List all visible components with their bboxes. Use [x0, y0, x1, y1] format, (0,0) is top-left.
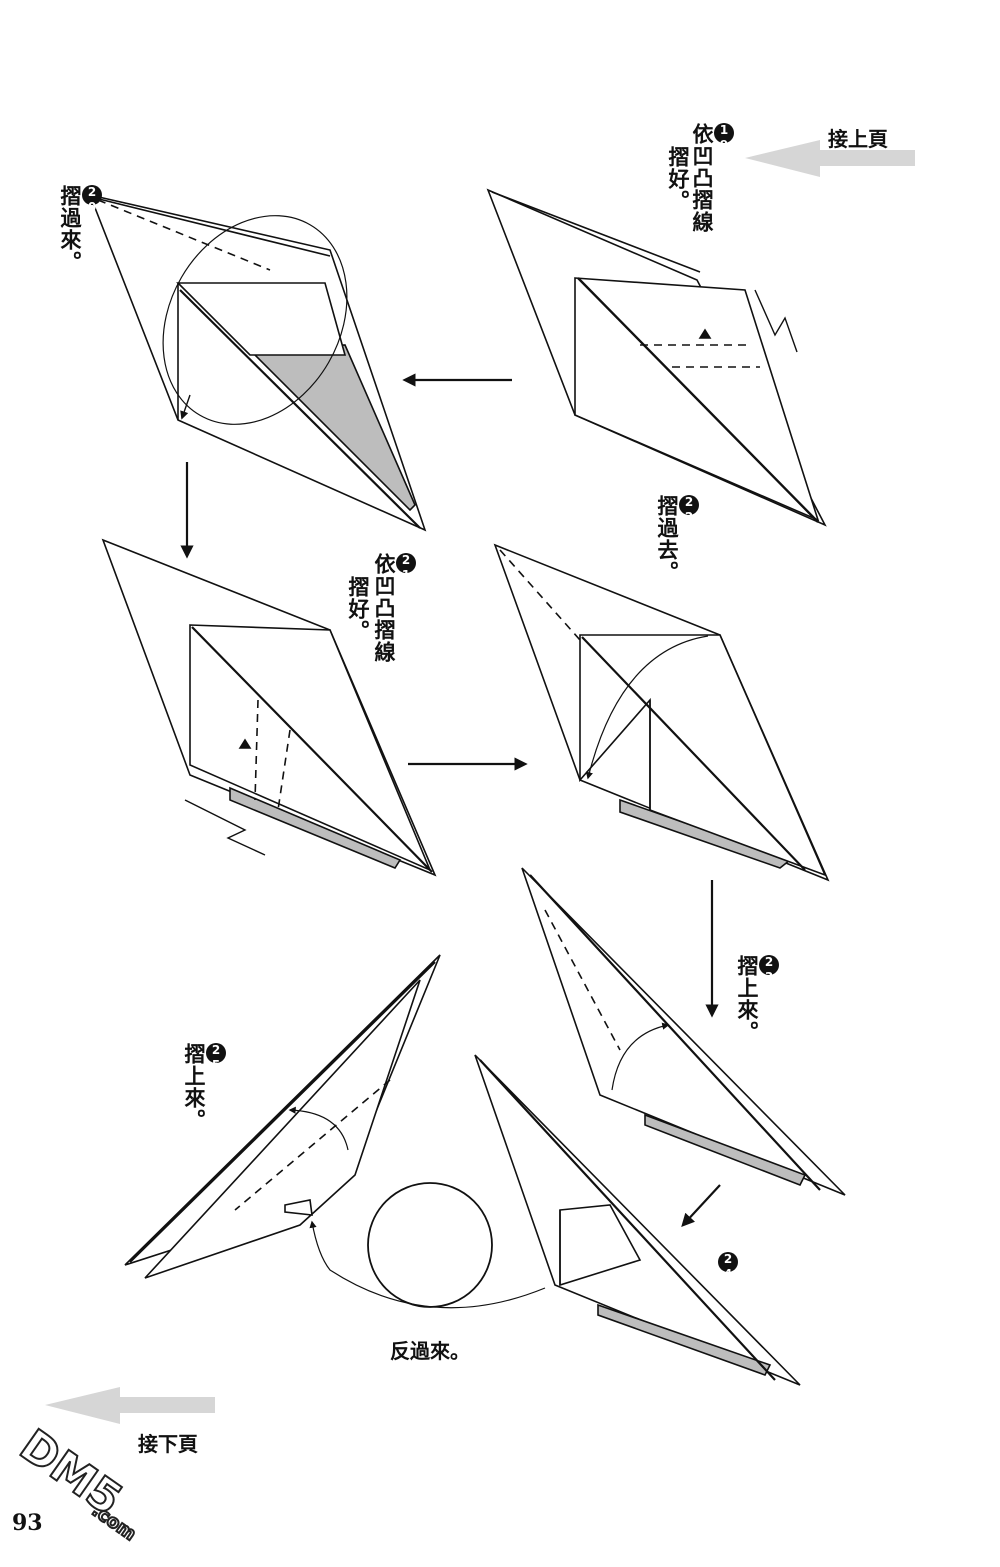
step-25-figure [124, 954, 441, 1279]
arrow-step23-to-step24 [681, 1184, 721, 1227]
flip-over-symbol [309, 1182, 546, 1309]
step-19-line-1: 依凹凸摺線 [690, 123, 714, 233]
step-19-caption: 19 依凹凸摺線 [690, 123, 734, 233]
step-19-figure [486, 188, 827, 527]
page-number: 93 [12, 1510, 43, 1536]
step-21-caption: 21 依凹凸摺線 [372, 553, 416, 663]
step-22-number: 22 [679, 495, 699, 525]
prev-page-label: 接上頁 [828, 127, 888, 151]
step-21-caption-2: 摺好。 [346, 576, 370, 642]
next-page-arrow [45, 1387, 215, 1424]
step-25-caption: 25 摺上來。 [182, 1043, 226, 1131]
step-19-caption-2: 摺好。 [666, 146, 690, 212]
step-21-line-1: 依凹凸摺線 [372, 553, 396, 663]
step-20-figure [88, 193, 427, 532]
next-page-label: 接下頁 [138, 1432, 198, 1456]
step-19-number: 19 [714, 123, 734, 153]
step-22-line-1: 摺過去。 [655, 495, 679, 583]
step-23-figure [521, 867, 846, 1196]
prev-page-arrow [745, 140, 915, 177]
step-20-line-1: 摺過來。 [58, 185, 82, 273]
step-20-caption: 20 摺過來。 [58, 185, 102, 273]
step-21-line-2: 摺好。 [346, 576, 370, 642]
step-24-number: 24 [718, 1252, 738, 1282]
step-20-number: 20 [82, 185, 102, 215]
step-23-caption: 23 摺上來。 [735, 955, 779, 1043]
step-25-number: 25 [206, 1043, 226, 1073]
step-19-line-2: 摺好。 [666, 146, 690, 212]
step-22-figure [493, 543, 830, 882]
step-21-figure [101, 538, 437, 877]
step-23-number: 23 [759, 955, 779, 985]
step-24-caption: 24 [718, 1252, 738, 1282]
step-22-caption: 22 摺過去。 [655, 495, 699, 583]
step-23-line-1: 摺上來。 [735, 955, 759, 1043]
step-25-line-1: 摺上來。 [182, 1043, 206, 1131]
step-21-number: 21 [396, 553, 416, 583]
step-24-figure [474, 1054, 801, 1386]
flip-instruction: 反過來。 [390, 1339, 470, 1363]
